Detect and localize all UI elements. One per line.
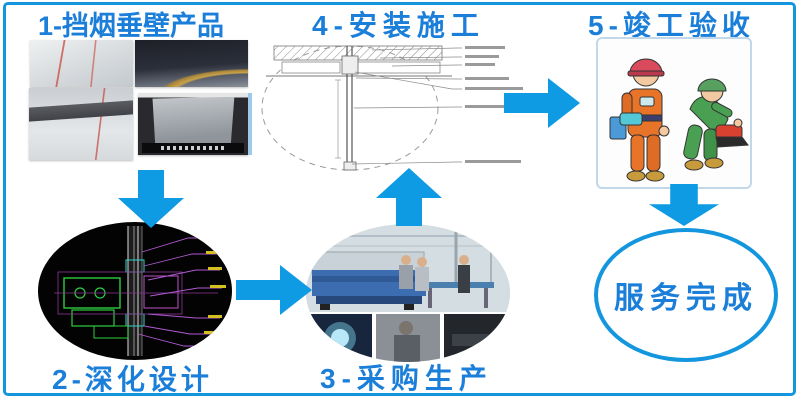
arrow-step3-to-step4 [376,168,442,226]
step1-title: 1-挡烟垂壁产品 [38,11,225,41]
arrow-step4-to-step5 [504,78,580,128]
page-border-frame [3,2,796,396]
photo-edge-strip [248,93,253,155]
step5-title: 5-竣工验收 [588,10,755,41]
factory-photo-collage [306,224,510,362]
section-drawing [261,45,523,171]
workers-drawing [609,58,749,182]
product-photo-curtain-sample [138,93,248,155]
inspection-workers-cartoon [596,37,752,189]
factory-scene [306,224,510,362]
installation-detail-drawing [252,38,532,178]
arrow-step5-to-final [649,184,719,226]
curtain-fabric [152,96,235,144]
arrow-step1-to-step2 [118,170,184,228]
final-node-service-complete: 服务完成 [594,228,778,362]
cad-drawing-image [38,222,232,360]
arrow-step2-to-step3 [236,265,312,315]
step4-title: 4-安装施工 [312,10,485,41]
smoke-curtain-strip [29,100,133,122]
illegible-caption-text [160,146,226,150]
product-photo-smoke-curtain-installed [29,88,133,160]
final-node-label: 服务完成 [614,282,758,315]
step2-title: 2-深化设计 [52,364,213,395]
step3-title: 3-采购生产 [320,363,493,394]
photo-caption-bar [142,143,244,153]
cad-drawing-lines [54,226,226,356]
product-photo-ceiling-2 [135,40,248,87]
product-photo-ceiling-1 [30,40,133,87]
